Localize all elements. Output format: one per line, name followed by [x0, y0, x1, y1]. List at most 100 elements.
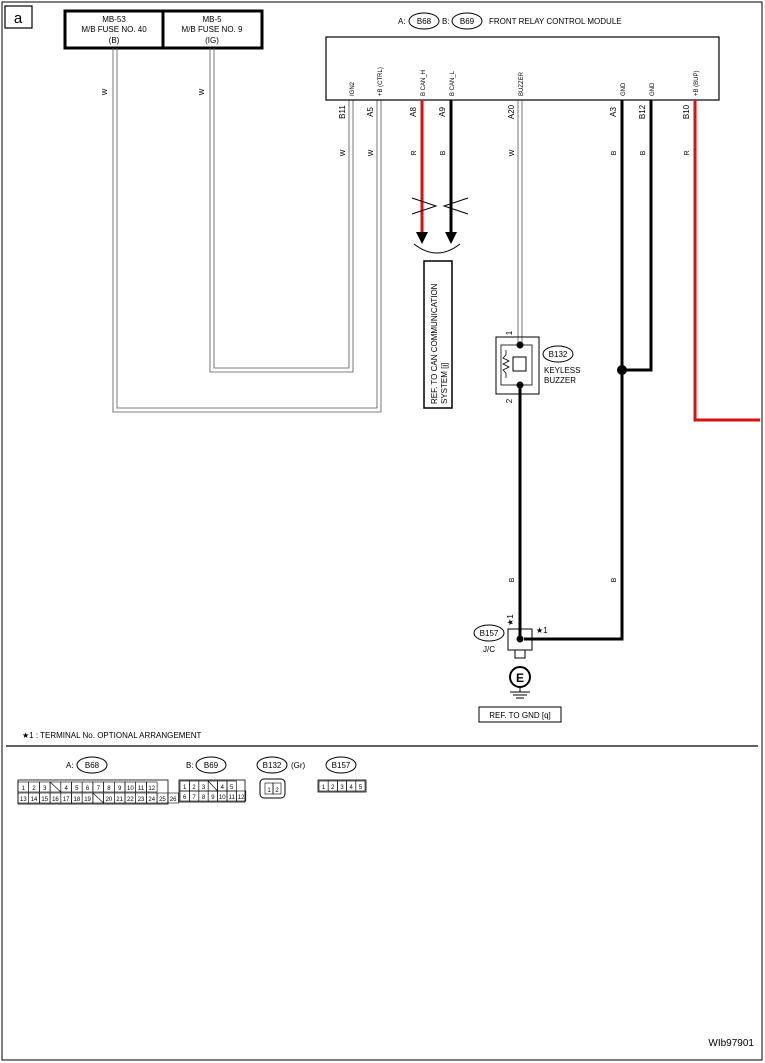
module-prefix-a: A:	[398, 17, 406, 26]
twist-pair-bracket	[413, 243, 461, 254]
cavity-number: 12	[148, 786, 155, 792]
conn-view-b-oval	[195, 756, 227, 774]
fuse-40-line2: M/B FUSE NO. 40	[81, 25, 147, 34]
buzzer-pin1-node	[516, 341, 524, 349]
connector-housing	[317, 779, 367, 793]
pin-terminal-label: B11	[338, 105, 347, 119]
cavity-number: 1	[322, 785, 326, 791]
cavity-number: 22	[127, 797, 134, 803]
pin-terminal-label: A5	[366, 107, 375, 117]
pin-terminal-label: A20	[507, 104, 516, 119]
pin-function-label: B CAN_L	[450, 70, 456, 96]
cavity-blank-mark	[92, 792, 104, 804]
cavity-number: 7	[192, 795, 196, 801]
jc-star-label: ★1	[506, 614, 515, 626]
cavity-number: 12	[238, 795, 245, 801]
pin-wire-color: W	[340, 149, 347, 156]
cavity-number: 5	[75, 786, 79, 792]
can-ref-line1: REF. TO CAN COMMUNICATION	[430, 283, 439, 404]
buzzer-name-line1: KEYLESS	[544, 366, 580, 375]
page-label-box	[4, 5, 33, 29]
pin-function-label: +B (BUP)	[694, 70, 700, 96]
cavity-number: 10	[127, 786, 134, 792]
connector-a-oval	[408, 12, 440, 30]
front-relay-control-module	[325, 36, 720, 101]
cavity-number: 10	[219, 795, 226, 801]
cavity-number: 2	[331, 785, 335, 791]
cavity-number: 1	[22, 786, 26, 792]
cavity-number: 8	[107, 786, 111, 792]
cavity-number: 16	[52, 797, 59, 803]
gnd-ref-box	[478, 706, 562, 723]
cavity-number: 4	[221, 785, 225, 791]
gnd-return-wire-color: B	[611, 577, 618, 582]
fuse-wires	[112, 48, 382, 413]
connector-cavity	[272, 782, 282, 795]
cavity-number: 9	[118, 786, 122, 792]
cavity-number: 23	[138, 797, 145, 803]
conn-view-b157-oval	[325, 756, 357, 774]
page-label: a	[14, 10, 23, 27]
fuse-9-wire-color: W	[199, 88, 206, 95]
twist-mark-left	[411, 197, 438, 215]
pin-terminal-label: B10	[682, 104, 691, 119]
gnd-ref: REF. TO GND [q]	[489, 711, 551, 720]
conn-view-a-prefix: A:	[66, 761, 74, 770]
figure-id: WIb97901	[708, 1038, 754, 1049]
cavity-number: 5	[359, 785, 363, 791]
fuse-40-wire-color: W	[102, 88, 109, 95]
ground-stem	[514, 649, 526, 659]
pin-terminal-label: A3	[609, 107, 618, 117]
buzzer-wire	[517, 100, 523, 345]
fuse-box-9	[161, 9, 264, 50]
gnd-splice-node	[617, 365, 627, 375]
buzzer-element	[512, 356, 527, 372]
cavity-number: 4	[64, 786, 68, 792]
fuse-40-line1: MB-53	[102, 15, 126, 24]
module-connector-a: B68	[417, 17, 432, 26]
conn-view-b132-note: (Gr)	[291, 761, 306, 770]
pin-function-label: BUZZER	[519, 71, 525, 96]
cavity-number: 7	[97, 786, 101, 792]
cavity-number: 15	[41, 797, 48, 803]
can-h-arrow	[416, 232, 428, 244]
pin-wire-color: B	[611, 150, 618, 155]
buzzer-connector: B132	[549, 350, 568, 359]
cavity-number: 1	[183, 785, 187, 791]
cavity-number: 6	[183, 795, 187, 801]
pin-wire-color: B	[640, 150, 647, 155]
pin-terminal-label: A8	[409, 107, 418, 117]
buzzer-coil	[502, 350, 510, 378]
conn-view-b132-id: B132	[263, 761, 282, 770]
cavity-number: 8	[202, 795, 206, 801]
module-title: FRONT RELAY CONTROL MODULE	[489, 17, 622, 26]
gnd-b12-wire	[622, 100, 653, 372]
cavity-number: 18	[74, 797, 81, 803]
buzzer-ground-wire-color: B	[509, 577, 516, 582]
conn-view-b132-oval	[256, 756, 288, 774]
conn-view-b-prefix: B:	[186, 761, 194, 770]
connector-b-oval	[451, 12, 483, 30]
bup-wire	[693, 100, 760, 422]
pin-function-label: B CAN_H	[421, 70, 427, 96]
connector-cavity	[146, 781, 158, 793]
jc-right-star-label: ★1	[536, 626, 548, 635]
pin-function-label: +B (CTRL)	[378, 67, 384, 96]
conn-view-a-id: B68	[85, 761, 100, 770]
buzzer-pin2-label: 2	[505, 398, 514, 403]
footnote: ★1 : TERMINAL No. OPTIONAL ARRANGEMENT	[22, 731, 201, 740]
gnd-a3-wire	[524, 100, 624, 641]
cavity-number: 1	[267, 788, 271, 794]
can-l-arrow	[445, 232, 457, 244]
cavity-number: 24	[148, 797, 155, 803]
cavity-number: 14	[31, 797, 38, 803]
cavity-blank-mark	[49, 781, 62, 793]
can-ref-line2: SYSTEM [j]	[440, 363, 449, 404]
buzzer-name-line2: BUZZER	[544, 376, 576, 385]
pin-function-label: GND	[650, 82, 656, 96]
